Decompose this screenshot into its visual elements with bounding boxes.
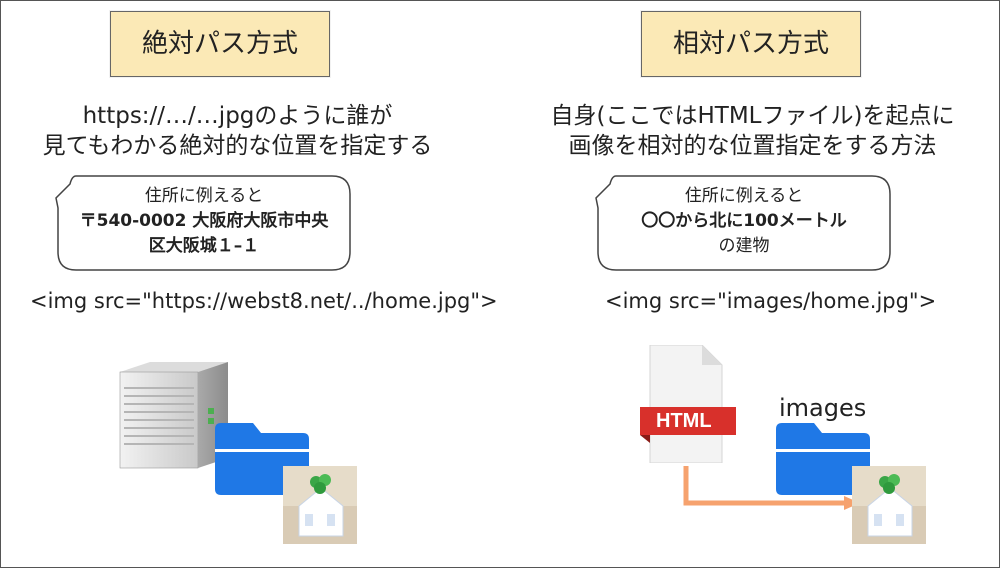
speech-bubble-shape (595, 175, 891, 271)
absolute-bubble-line2: 〒540-0002 大阪府大阪市中央 (79, 211, 329, 231)
speech-bubble-shape (55, 175, 351, 271)
images-folder-label: images (779, 394, 867, 422)
absolute-path-description: https://…/…jpgのように誰が 見てもわかる絶対的な位置を指定する (0, 101, 475, 161)
relative-img-tag-code: <img src="images/home.jpg"> (605, 289, 937, 313)
absolute-bubble-line1: 住所に例えると (144, 186, 264, 206)
relative-bubble-line3: の建物 (718, 236, 770, 256)
relative-path-description: 自身(ここではHTMLファイル)を起点に 画像を相対的な位置指定をする方法 (505, 101, 1000, 161)
relative-desc-line2: 画像を相対的な位置指定をする方法 (568, 133, 937, 159)
absolute-bubble-line3: 区大阪城１–１ (148, 236, 260, 256)
absolute-img-tag-code: <img src="https://webst8.net/../home.jpg… (30, 289, 498, 313)
relative-bubble-line1: 住所に例えると (684, 186, 804, 206)
absolute-desc-line1: https://…/…jpgのように誰が (82, 103, 393, 129)
relative-bubble-line2: 〇〇から北に100メートル (641, 211, 847, 231)
arrow-icon (683, 466, 860, 510)
html-badge-label: HTML (656, 410, 712, 432)
relative-path-title: 相対パス方式 (641, 11, 861, 77)
relative-desc-line1: 自身(ここではHTMLファイル)を起点に (550, 103, 955, 129)
house-image-icon (283, 466, 357, 544)
server-icon (119, 362, 228, 469)
relative-address-bubble: 住所に例えると 〇〇から北に100メートル の建物 (595, 175, 891, 271)
absolute-path-title: 絶対パス方式 (110, 11, 330, 77)
folder-icon (776, 423, 870, 495)
absolute-desc-line2: 見てもわかる絶対的な位置を指定する (42, 133, 433, 159)
absolute-address-bubble: 住所に例えると 〒540-0002 大阪府大阪市中央 区大阪城１–１ (55, 175, 351, 271)
house-image-icon (852, 466, 926, 544)
html-file-icon: HTML (640, 345, 736, 463)
